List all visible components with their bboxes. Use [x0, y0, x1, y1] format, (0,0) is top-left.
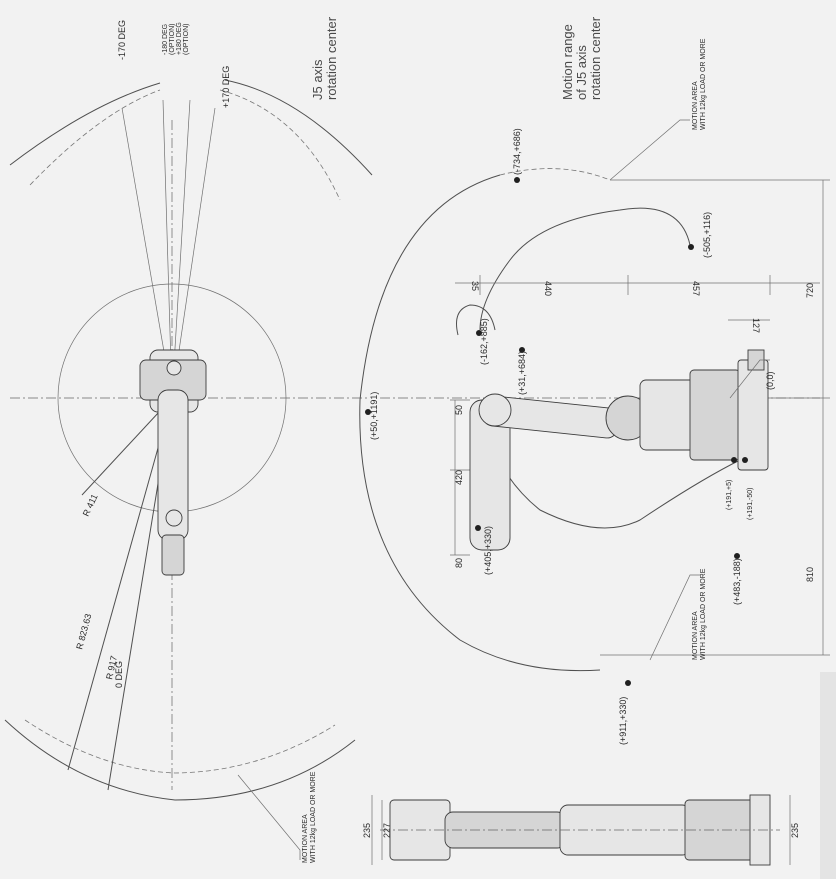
label-dim-457: 457 — [691, 281, 701, 296]
label-angle-pos170: +170 DEG — [221, 66, 231, 108]
point-191-50 — [742, 457, 748, 463]
point-483-188 — [734, 553, 740, 559]
label-coord-c7: (+191,+5) — [726, 480, 733, 510]
point-191-5 — [731, 457, 737, 463]
label-coord-c5: (+50,+1191) — [369, 392, 379, 440]
side-view-outer-arc — [359, 174, 601, 672]
label-option-2: (OPTION) — [183, 24, 190, 56]
label-coord-c2: (-505,+116) — [702, 212, 712, 258]
label-coord-c11: (+911,+330) — [618, 697, 628, 745]
point-50-1191 — [365, 409, 371, 415]
point-31-684 — [519, 347, 525, 353]
label-coord-c10: (+483,-188) — [732, 558, 742, 605]
side-bottom-motion-leader — [649, 574, 700, 661]
bottom-view: 235 227 235 — [362, 794, 800, 866]
point-405-330 — [475, 525, 481, 531]
label-dim-720: 720 — [805, 283, 815, 298]
label-side-bottom-motion-1: MOTION AREA — [692, 611, 699, 660]
label-coord-c6: (0,0) — [765, 371, 775, 390]
angle-line-neg180 — [162, 99, 173, 399]
top-view-outer-dashed-bottom — [24, 719, 336, 774]
heading-rotation-center-2: rotation center — [588, 16, 603, 100]
label-dim-440: 440 — [543, 281, 553, 296]
label-dim-35: 35 — [470, 281, 480, 291]
origin-leader — [729, 359, 770, 399]
side-top-motion-leader — [609, 119, 690, 181]
label-bottom-235-right: 235 — [790, 823, 800, 838]
label-coord-c1: (-734,+686) — [512, 128, 522, 175]
heading-motion-range: Motion range — [560, 24, 575, 100]
label-dim-420: 420 — [454, 470, 464, 485]
label-bottom-227: 227 — [382, 823, 392, 838]
top-view-outer-dashed-arc — [29, 89, 341, 201]
point-505-116 — [688, 244, 694, 250]
label-side-bottom-motion-2: WITH 12kg LOAD OR MORE — [700, 568, 707, 660]
heading-j5-axis: J5 axis — [310, 59, 325, 100]
side-view-small-arc — [456, 304, 496, 336]
label-dim-50: 50 — [454, 405, 464, 415]
label-radius-411: R 411 — [81, 492, 100, 517]
label-coord-c3: (-162,+885) — [479, 318, 489, 365]
label-coord-c9: (+405,+330) — [483, 526, 493, 575]
radius-line-823 — [67, 397, 173, 771]
side-view: (-734,+686) (-505,+116) (-162,+885) (+31… — [359, 38, 830, 745]
side-view-outer-dashed-arc — [499, 168, 611, 181]
label-top-motion-area-1: MOTION AREA — [302, 814, 309, 863]
angle-line-pos180 — [171, 99, 191, 399]
side-view-base-plate — [737, 359, 769, 471]
top-view-outer-arc — [9, 79, 373, 176]
top-view-outer-arc-bottom — [4, 719, 356, 801]
heading-of-j5-axis: of J5 axis — [574, 45, 589, 100]
label-option-1: (OPTION) — [169, 24, 176, 56]
label-dim-80: 80 — [454, 558, 464, 568]
label-radius-823: R 823.63 — [74, 613, 93, 651]
side-view-base — [689, 369, 741, 461]
label-coord-c8: (+191,-50) — [747, 488, 754, 521]
side-view-j3-joint — [478, 393, 512, 427]
side-panel-strip — [820, 672, 836, 879]
top-view-base-circle — [166, 360, 182, 376]
label-dim-810: 810 — [805, 567, 815, 582]
label-dim-127: 127 — [751, 318, 761, 333]
top-view-joint-circle — [165, 509, 183, 527]
top-view-wrist — [161, 534, 185, 576]
label-angle-neg170: -170 DEG — [117, 20, 127, 60]
point-162-885 — [476, 330, 482, 336]
label-bottom-235-left: 235 — [362, 823, 372, 838]
side-view-inner-arc-upper — [479, 207, 691, 331]
heading-rotation-center: rotation center — [324, 16, 339, 100]
label-angle-neg180: -180 DEG — [162, 24, 169, 55]
label-angle-pos180: +180 DEG — [176, 22, 183, 55]
label-side-top-motion-2: WITH 12kg LOAD OR MORE — [700, 38, 707, 130]
radius-line-411 — [81, 397, 173, 496]
label-angle-0: 0 DEG — [114, 661, 124, 688]
label-coord-c4: (+31,+684) — [517, 351, 527, 395]
label-top-motion-area-2: WITH 12kg LOAD OR MORE — [310, 771, 317, 863]
point-911-330 — [625, 680, 631, 686]
top-view-motion-area-leader — [237, 774, 301, 860]
label-radius-917: R 917 — [104, 655, 119, 681]
label-side-top-motion-1: MOTION AREA — [692, 81, 699, 130]
top-view: -170 DEG -180 DEG (OPTION) +180 DEG (OPT… — [4, 20, 373, 863]
point-734-686 — [514, 177, 520, 183]
